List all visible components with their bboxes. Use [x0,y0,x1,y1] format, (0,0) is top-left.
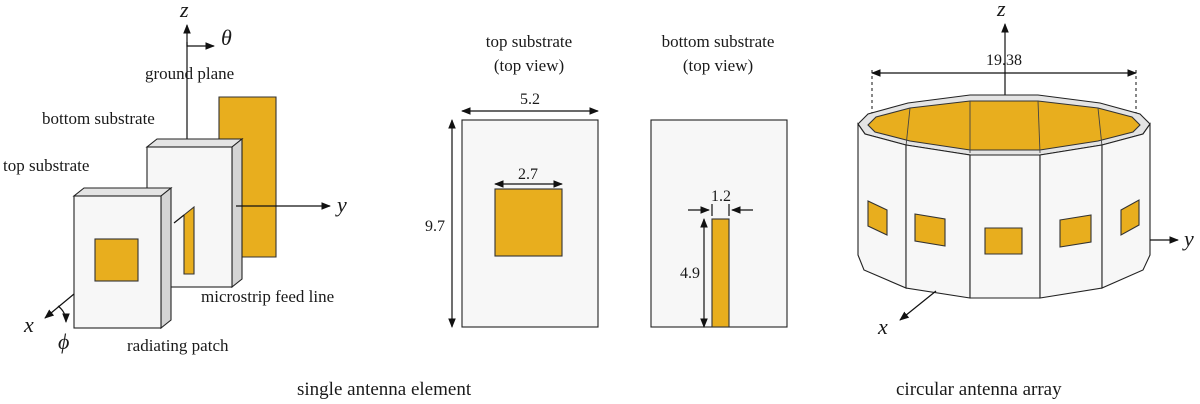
top-substrate-top-face [72,187,173,197]
top-view-width-label: 5.2 [520,91,540,108]
top-substrate-side-face [160,186,172,330]
top-view-title-line2: (top view) [494,56,564,75]
label-microstrip-feed-line: microstrip feed line [201,287,334,306]
label-radiating-patch: radiating patch [127,336,229,355]
array-patch-4 [1059,214,1092,248]
array-patch-1 [867,200,888,236]
array-patch-2 [914,213,946,247]
label-bottom-substrate: bottom substrate [42,109,155,128]
single-element-3d: z θ y x ϕ ground plane bottom substrate … [3,0,472,400]
array-z-axis-label: z [996,0,1006,21]
array-patch-5 [1120,199,1140,236]
array-panel-3 [969,154,1041,299]
circular-array: z 19.38 y x ci [857,0,1194,400]
array-interior-seams [905,100,1103,154]
theta-arrow [186,42,215,50]
label-top-substrate: top substrate [3,156,89,175]
feed-line-3d [183,205,195,275]
radiating-patch-plan [494,188,563,257]
radiating-patch-3d [94,238,139,282]
bottom-view-title-line2: (top view) [683,56,753,75]
array-panel-1 [857,122,907,289]
label-ground-plane: ground plane [145,64,234,83]
patch-size-label: 2.7 [518,166,538,183]
array-patch-3 [984,227,1023,255]
array-x-axis-label: x [877,314,888,339]
feed-line-plan [711,218,730,328]
top-view-height-label: 9.7 [425,218,445,235]
feed-length-label: 4.9 [680,265,700,282]
caption-single-element: single antenna element [297,379,472,400]
bottom-substrate-top-face [145,138,244,148]
theta-label: θ [221,25,232,50]
feed-width-label: 1.2 [711,188,731,205]
array-panel-5 [1101,122,1151,289]
diameter-label: 19.38 [986,52,1022,69]
bottom-view-title-line1: bottom substrate [662,32,775,51]
array-interior-copper [867,100,1141,151]
phi-arrow [57,305,70,323]
bottom-view-panel: bottom substrate (top view) 1.2 4.9 [650,32,788,328]
x-axis-label: x [23,312,34,337]
bottom-substrate-side-face [231,137,243,289]
top-view-title-line1: top substrate [486,32,572,51]
top-view-panel: top substrate (top view) 5.2 9.7 2.7 [425,32,599,328]
feed-line-3d-edge [173,214,185,224]
x-axis [44,293,75,319]
array-y-axis-label: y [1182,226,1194,251]
array-x-axis [899,290,937,321]
y-axis-label: y [335,192,347,217]
phi-label: ϕ [58,329,69,354]
caption-circular-array: circular antenna array [896,379,1062,400]
z-axis-label: z [179,0,189,22]
